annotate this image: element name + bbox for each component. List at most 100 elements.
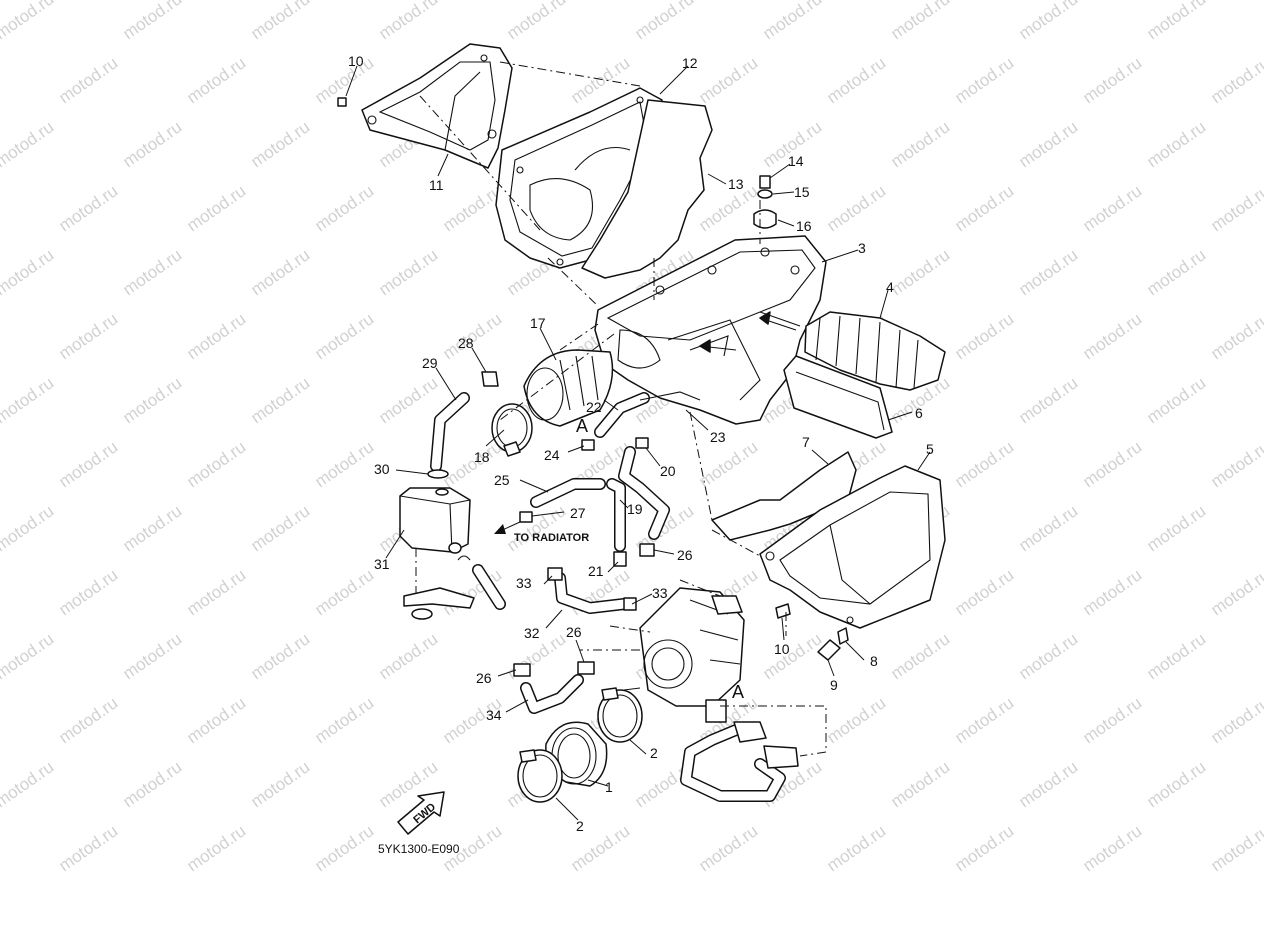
radiator-note: TO RADIATOR <box>514 532 589 544</box>
callout-28: 28 <box>458 335 474 351</box>
callout-10: 10 <box>774 641 790 657</box>
watermark-text: motod.ru <box>119 245 185 299</box>
watermark-text: motod.ru <box>311 821 377 875</box>
throttle-hose-assembly <box>680 721 799 802</box>
part-20-clip <box>635 437 649 449</box>
watermark-text: motod.ru <box>183 821 249 875</box>
callout-27: 27 <box>570 505 586 521</box>
watermark-text: motod.ru <box>887 117 953 171</box>
watermark-text: motod.ru <box>951 821 1017 875</box>
watermark-text: motod.ru <box>631 0 697 43</box>
callout-21: 21 <box>588 563 604 579</box>
callout-5: 5 <box>926 441 934 457</box>
fwd-arrow-icon <box>397 791 445 835</box>
watermark-text: motod.ru <box>119 629 185 683</box>
watermark-text: motod.ru <box>1015 245 1081 299</box>
watermark-text: motod.ru <box>311 309 377 363</box>
part-19-hose <box>606 446 670 552</box>
watermark-text: motod.ru <box>375 629 441 683</box>
callout-12: 12 <box>682 55 698 71</box>
callout-15: 15 <box>794 184 810 200</box>
watermark-text: motod.ru <box>311 181 377 235</box>
watermark-text: motod.ru <box>55 565 121 619</box>
watermark-text: motod.ru <box>375 373 441 427</box>
watermark-text: motod.ru <box>951 437 1017 491</box>
watermark-text: motod.ru <box>951 565 1017 619</box>
watermark-text: motod.ru <box>0 117 57 171</box>
watermark-text: motod.ru <box>503 0 569 43</box>
watermark-text: motod.ru <box>183 53 249 107</box>
throttle-body <box>623 587 745 723</box>
watermark-text: motod.ru <box>1079 53 1145 107</box>
watermark-text: motod.ru <box>55 693 121 747</box>
watermark-text: motod.ru <box>1207 437 1264 491</box>
watermark-text: motod.ru <box>823 53 889 107</box>
watermark-text: motod.ru <box>1207 181 1264 235</box>
watermark-text: motod.ru <box>1079 437 1145 491</box>
watermark-text: motod.ru <box>823 693 889 747</box>
part-14-bolt <box>759 175 771 189</box>
part-26-clip-left <box>513 663 531 677</box>
watermark-text: motod.ru <box>119 117 185 171</box>
callout-4: 4 <box>886 279 894 295</box>
part-23-hose <box>639 391 701 401</box>
callout-34: 34 <box>486 707 502 723</box>
part-6-filter-element <box>783 355 893 439</box>
watermark-text: motod.ru <box>1015 629 1081 683</box>
callout-18: 18 <box>474 449 490 465</box>
reference-a-bottom: A <box>732 682 744 702</box>
part-30-clip <box>427 469 449 479</box>
watermark-text: motod.ru <box>1143 757 1209 811</box>
callout-29: 29 <box>422 355 438 371</box>
watermark-text: motod.ru <box>695 437 761 491</box>
watermark-text: motod.ru <box>119 373 185 427</box>
watermark-text: motod.ru <box>887 757 953 811</box>
callout-25: 25 <box>494 472 510 488</box>
watermark-text: motod.ru <box>0 629 57 683</box>
callout-6: 6 <box>915 405 923 421</box>
watermark-text: motod.ru <box>247 0 313 43</box>
watermark-text: motod.ru <box>311 437 377 491</box>
part-28-clamp <box>481 371 499 387</box>
part-4-intake-duct <box>804 311 946 391</box>
watermark-text: motod.ru <box>1015 117 1081 171</box>
watermark-text: motod.ru <box>1143 501 1209 555</box>
watermark-text: motod.ru <box>183 693 249 747</box>
part-15-washer <box>757 189 773 199</box>
part-9-drain-hose <box>817 639 841 661</box>
callout-16: 16 <box>796 218 812 234</box>
watermark-text: motod.ru <box>1143 245 1209 299</box>
watermark-text: motod.ru <box>0 757 57 811</box>
watermark-text: motod.ru <box>951 693 1017 747</box>
callout-24: 24 <box>544 447 560 463</box>
watermark-text: motod.ru <box>503 501 569 555</box>
watermark-text: motod.ru <box>55 821 121 875</box>
watermark-text: motod.ru <box>1015 0 1081 43</box>
watermark-text: motod.ru <box>1015 501 1081 555</box>
watermark-text: motod.ru <box>951 53 1017 107</box>
part-24-clip <box>581 439 595 451</box>
callout-14: 14 <box>788 153 804 169</box>
watermark-text: motod.ru <box>695 821 761 875</box>
watermark-text: motod.ru <box>119 757 185 811</box>
watermark-text: motod.ru <box>1143 373 1209 427</box>
part-7-gasket <box>711 451 857 541</box>
callout-10: 10 <box>348 53 364 69</box>
watermark-text: motod.ru <box>1143 629 1209 683</box>
watermark-text: motod.ru <box>1207 821 1264 875</box>
callout-23: 23 <box>710 429 726 445</box>
watermark-text: motod.ru <box>311 565 377 619</box>
watermark-text: motod.ru <box>1207 565 1264 619</box>
part-10-screw-lower <box>775 603 791 619</box>
watermark-text: motod.ru <box>247 117 313 171</box>
watermark-text: motod.ru <box>0 245 57 299</box>
diagram-code: 5YK1300-E090 <box>378 842 460 856</box>
part-34-hose <box>520 674 584 714</box>
watermark-text: motod.ru <box>375 0 441 43</box>
watermark-text: motod.ru <box>119 0 185 43</box>
part-26-clip-middle <box>577 661 595 675</box>
callout-labels: 1 2 2 3 4 5 6 7 8 9 10 10 11 12 13 14 15… <box>348 53 934 856</box>
watermark-text: motod.ru <box>55 437 121 491</box>
callout-11: 11 <box>429 177 444 193</box>
watermark-text: motod.ru <box>823 181 889 235</box>
